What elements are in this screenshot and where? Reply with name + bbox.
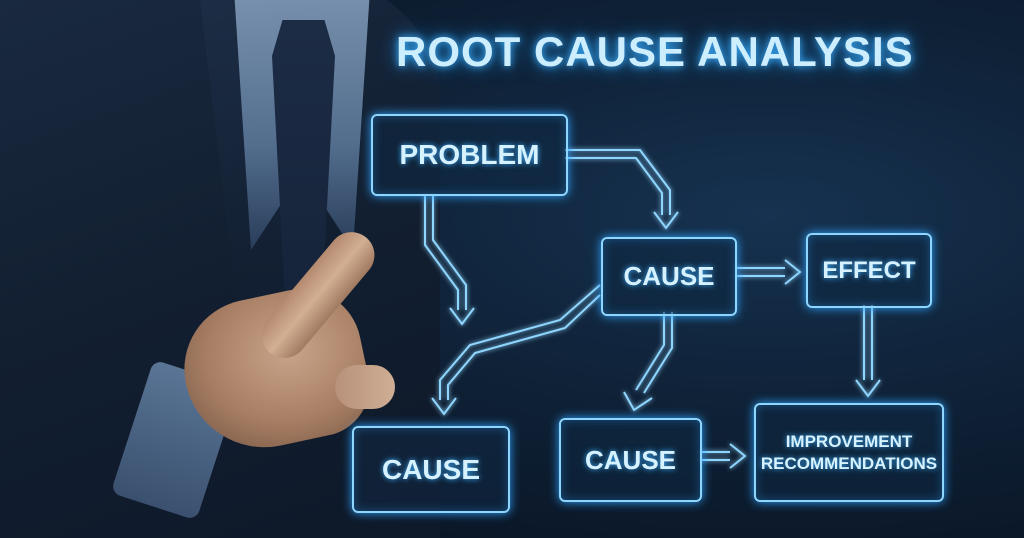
node-effect-label: EFFECT: [822, 256, 916, 284]
arrow-cause-to-cause-left: [431, 284, 601, 416]
arrow-cause-to-improvement: [700, 443, 747, 469]
page-title: ROOT CAUSE ANALYSIS: [396, 28, 914, 75]
node-cause-left-label: CAUSE: [381, 453, 480, 485]
node-cause-center: CAUSE: [601, 237, 737, 316]
node-cause-bottom: CAUSE: [559, 418, 702, 502]
node-problem-label: PROBLEM: [399, 139, 540, 170]
arrow-effect-to-improvement: [855, 305, 881, 398]
node-effect: EFFECT: [806, 233, 932, 308]
arrow-cause-to-cause-bottom: [623, 312, 673, 412]
node-cause-bottom-label: CAUSE: [584, 444, 676, 475]
node-cause-center-label: CAUSE: [623, 261, 715, 291]
arrow-problem-to-cause: [565, 149, 679, 230]
node-improvement-line1: IMPROVEMENT: [785, 432, 913, 452]
arrow-cause-to-effect: [735, 259, 802, 285]
node-improvement-recommendations: IMPROVEMENT RECOMMENDATIONS: [754, 403, 944, 502]
thumb: [335, 365, 395, 409]
node-problem: PROBLEM: [371, 114, 568, 196]
node-improvement-line2: RECOMMENDATIONS: [760, 453, 938, 473]
pointing-hand: [165, 215, 425, 475]
node-cause-left: CAUSE: [352, 426, 510, 513]
